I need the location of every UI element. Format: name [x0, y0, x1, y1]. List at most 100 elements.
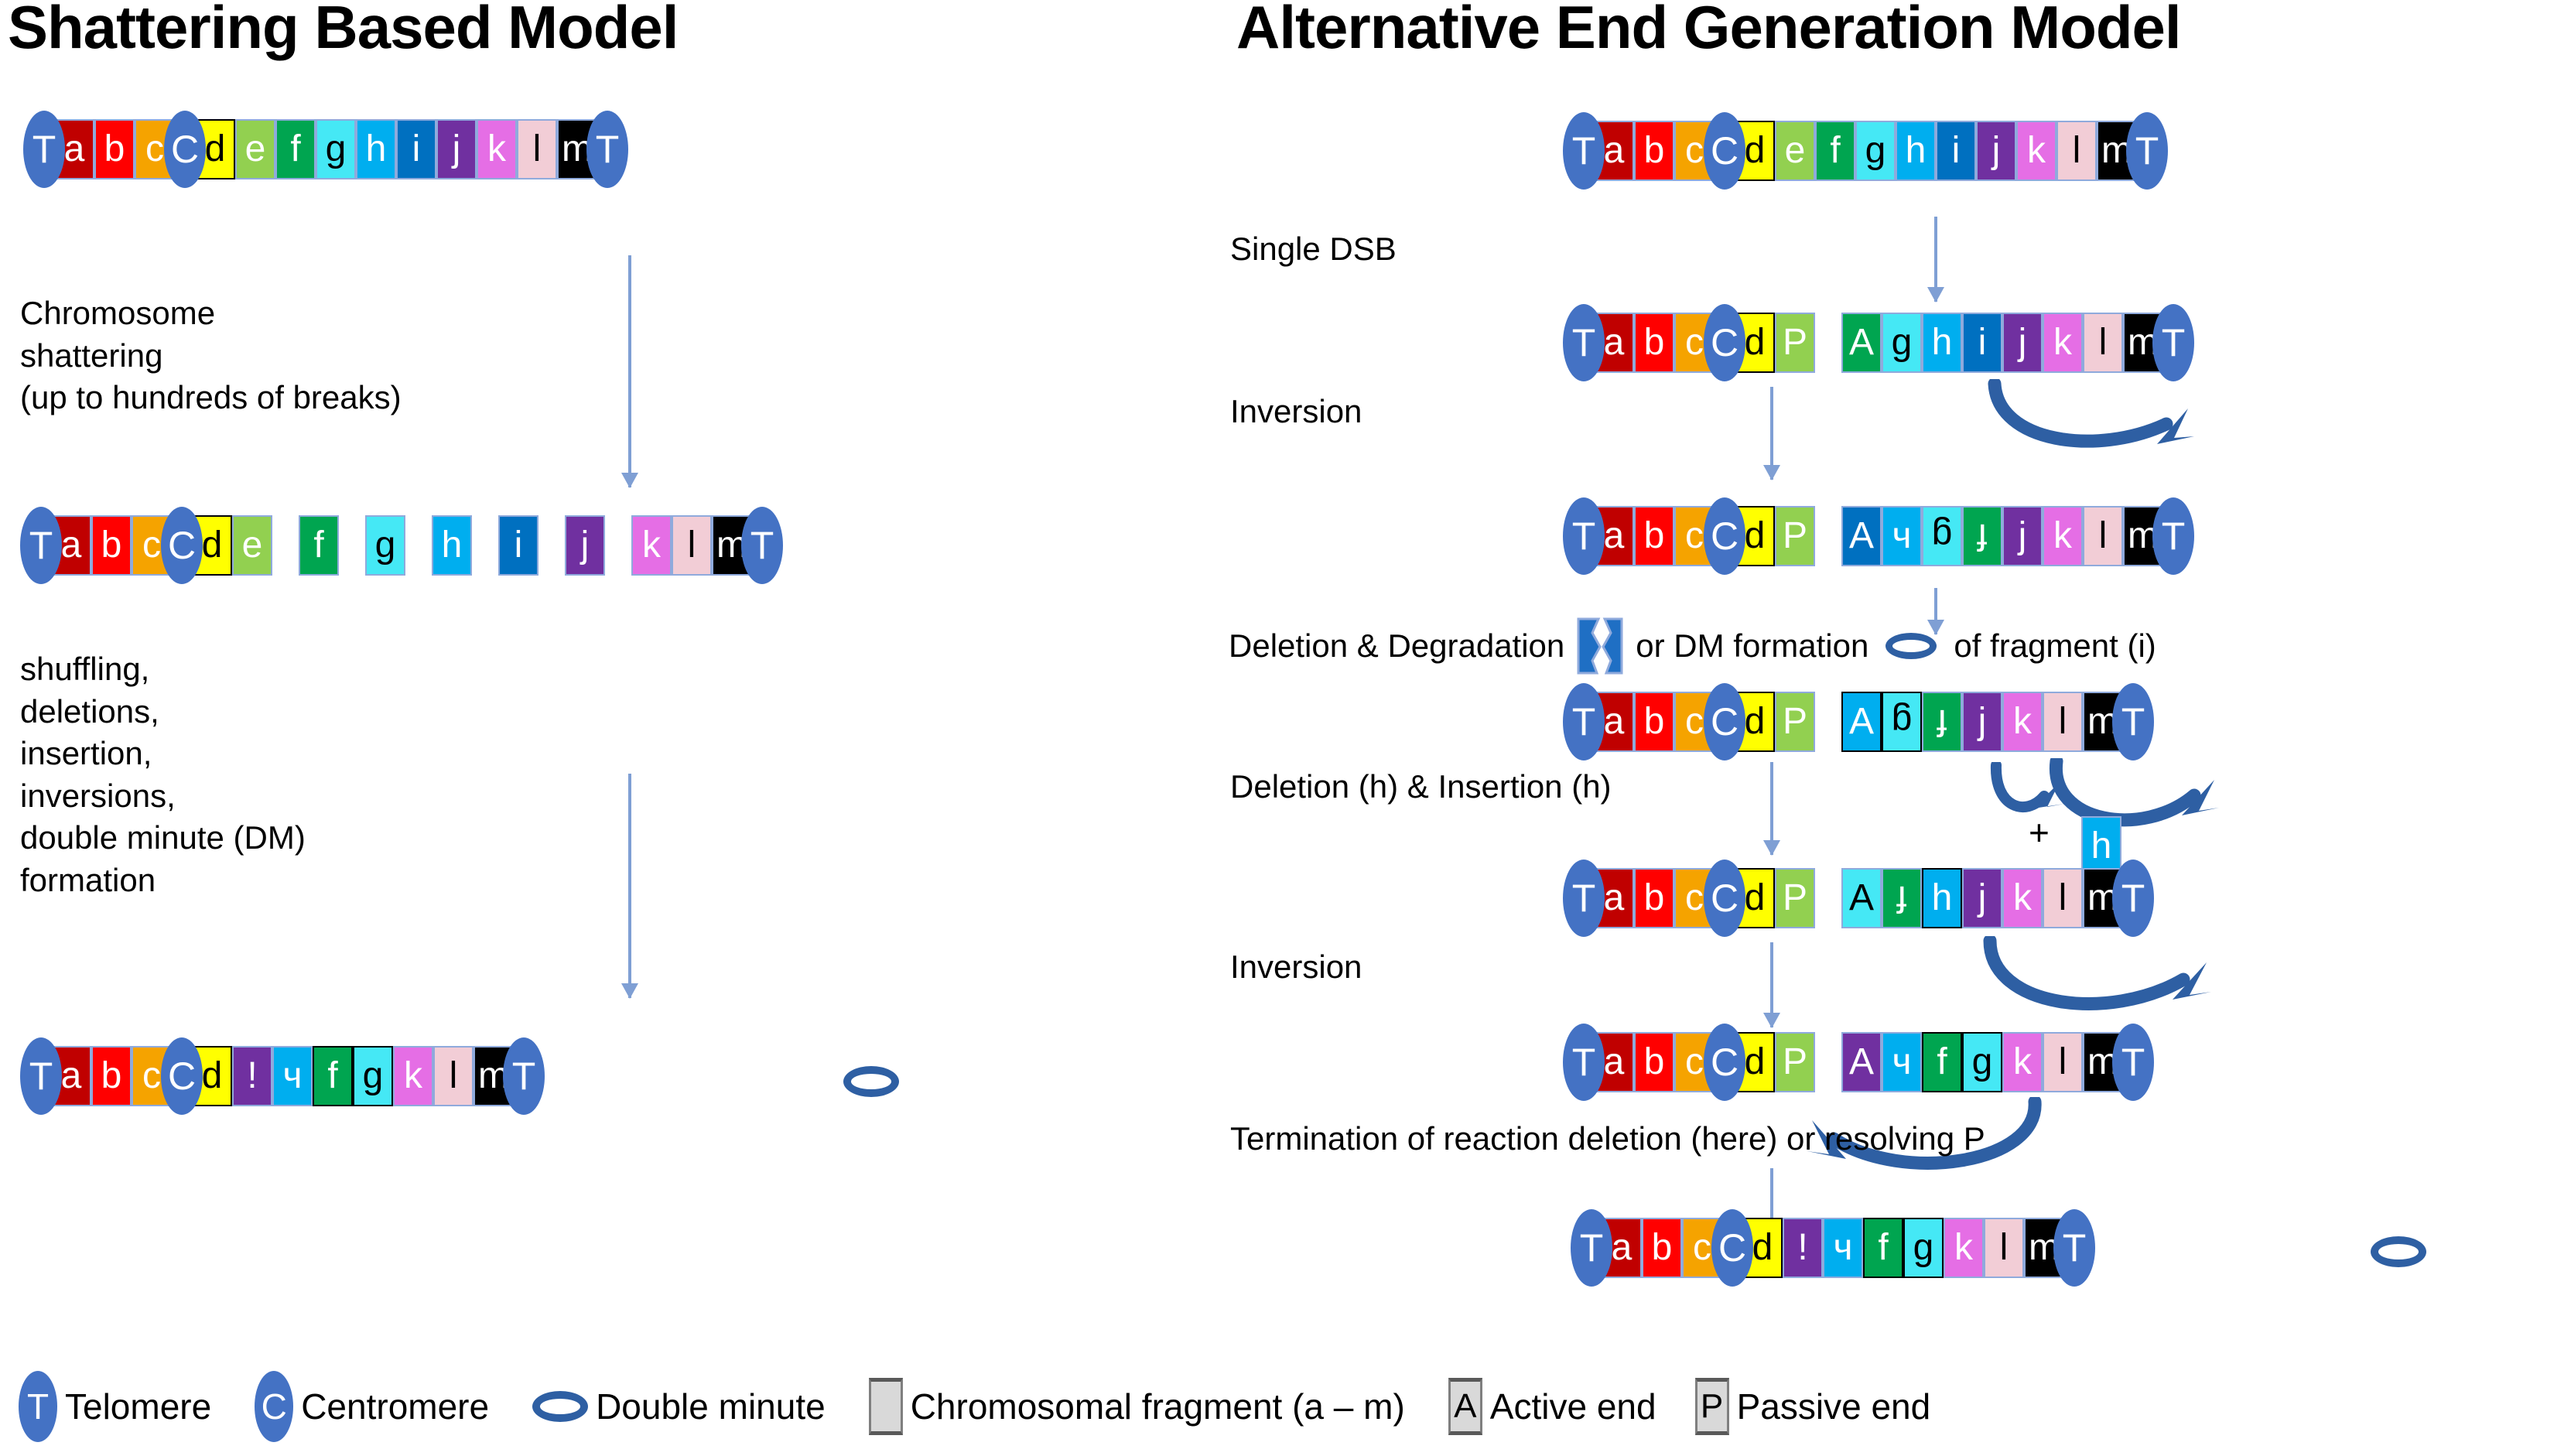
telomere-icon: T — [741, 507, 783, 584]
fragment-block: ! — [1783, 1218, 1823, 1278]
telomere-symbol: T — [29, 524, 53, 567]
fragment-block: e — [235, 119, 275, 179]
fragment-group: j — [565, 512, 605, 579]
telomere-icon: T — [2112, 1024, 2154, 1101]
fragment-block: k — [2002, 1032, 2043, 1092]
telomere-symbol: T — [2161, 514, 2186, 558]
legend-item-fragment: Chromosomal fragment (a – m) — [868, 1378, 1405, 1435]
active-end-icon: A — [1448, 1378, 1482, 1435]
insertion-arrow-icon — [2050, 758, 2219, 827]
fragment-block: f — [275, 119, 316, 179]
fragment-block: f — [1962, 506, 2002, 566]
double-minute-icon — [532, 1391, 589, 1422]
fragment-block: k — [631, 515, 672, 576]
telomere-icon: T — [20, 1037, 62, 1115]
fragment-block: A — [1841, 506, 1882, 566]
telomere-symbol: T — [2161, 321, 2186, 364]
telomere-symbol: T — [1579, 1226, 1604, 1270]
fragment-block: l — [2083, 313, 2123, 373]
fragment-block: b — [1634, 692, 1674, 752]
legend-item-centromere: C Centromere — [255, 1371, 489, 1442]
telomere-icon: T — [1563, 683, 1605, 760]
telomere-symbol: T — [1571, 877, 1596, 920]
fragment-block: ч — [1882, 1032, 1922, 1092]
telomere-icon: T — [1571, 1209, 1612, 1287]
plus-sign: + — [2029, 812, 2050, 853]
fragment-block: g — [1962, 1032, 2002, 1092]
fragment-block: k — [477, 119, 517, 179]
fragment-block: i — [1962, 313, 2002, 373]
telomere-symbol: T — [1571, 129, 1596, 173]
fragment-group: g — [365, 512, 405, 579]
centromere-icon: C — [161, 1037, 203, 1115]
fragment-block: k — [1944, 1218, 1984, 1278]
telomere-symbol: T — [511, 1054, 536, 1098]
fragment-block: P — [1775, 313, 1815, 373]
passive-end-icon: P — [1694, 1378, 1729, 1435]
fragment-block: g — [353, 1046, 393, 1106]
fragment-group: i — [498, 512, 538, 579]
centromere-icon: C — [1704, 497, 1745, 575]
fragment-block: g — [1882, 313, 1922, 373]
fragment-group: h — [432, 512, 472, 579]
centromere-symbol: C — [1710, 1041, 1739, 1084]
fragment-block: b — [91, 1046, 132, 1106]
fragment-block: e — [1775, 121, 1815, 181]
telomere-symbol: T — [26, 1386, 50, 1427]
telomere-symbol: T — [750, 524, 774, 567]
telomere-symbol: T — [1571, 514, 1596, 558]
telomere-icon: T — [503, 1037, 545, 1115]
active-end-symbol: A — [1454, 1387, 1477, 1425]
centromere-symbol: C — [1710, 514, 1739, 558]
fragment-block: i — [396, 119, 436, 179]
fragment-block: e — [232, 515, 272, 576]
chromosomal-fragment-icon — [868, 1378, 903, 1435]
fragment-block: i — [498, 515, 538, 576]
legend-label-fragment: Chromosomal fragment (a – m) — [910, 1386, 1405, 1427]
telomere-icon: T — [1563, 860, 1605, 937]
telomere-symbol: T — [1571, 321, 1596, 364]
legend-label-active-end: Active end — [1489, 1386, 1656, 1427]
telomere-icon: T — [2126, 112, 2168, 190]
telomere-symbol: T — [2121, 877, 2145, 920]
telomere-icon: T — [2152, 304, 2194, 381]
fragment-group: f — [299, 512, 339, 579]
passive-end-symbol: P — [1700, 1387, 1724, 1425]
right-double-minute-icon — [2371, 1236, 2426, 1267]
fragment-block: f — [313, 1046, 353, 1106]
fragment-block: k — [2043, 313, 2083, 373]
right-arrow-1 — [1934, 217, 1937, 302]
telomere-symbol: T — [1571, 700, 1596, 743]
centromere-icon: C — [1704, 304, 1745, 381]
telomere-symbol: T — [32, 128, 56, 171]
step-label-inversion-2: Inversion — [1230, 948, 1362, 985]
legend-item-passive-end: P Passive end — [1694, 1378, 1930, 1435]
left-arrow-1 — [628, 255, 631, 487]
centromere-symbol: C — [1718, 1226, 1747, 1270]
fragment-block: l — [517, 119, 557, 179]
fragment-block: k — [393, 1046, 433, 1106]
fragment-block: A — [1841, 868, 1882, 928]
telomere-symbol: T — [1571, 1041, 1596, 1084]
centromere-symbol: C — [261, 1386, 287, 1427]
fragment-block: g — [1903, 1218, 1944, 1278]
left-double-minute-icon — [843, 1066, 899, 1097]
fragment-block: f — [1922, 1032, 1962, 1092]
fragment-block: ч — [272, 1046, 313, 1106]
centromere-symbol: C — [1710, 700, 1739, 743]
centromere-icon: C — [1704, 112, 1745, 190]
fragment-block: i — [1936, 121, 1976, 181]
fragment-block: A — [1841, 313, 1882, 373]
